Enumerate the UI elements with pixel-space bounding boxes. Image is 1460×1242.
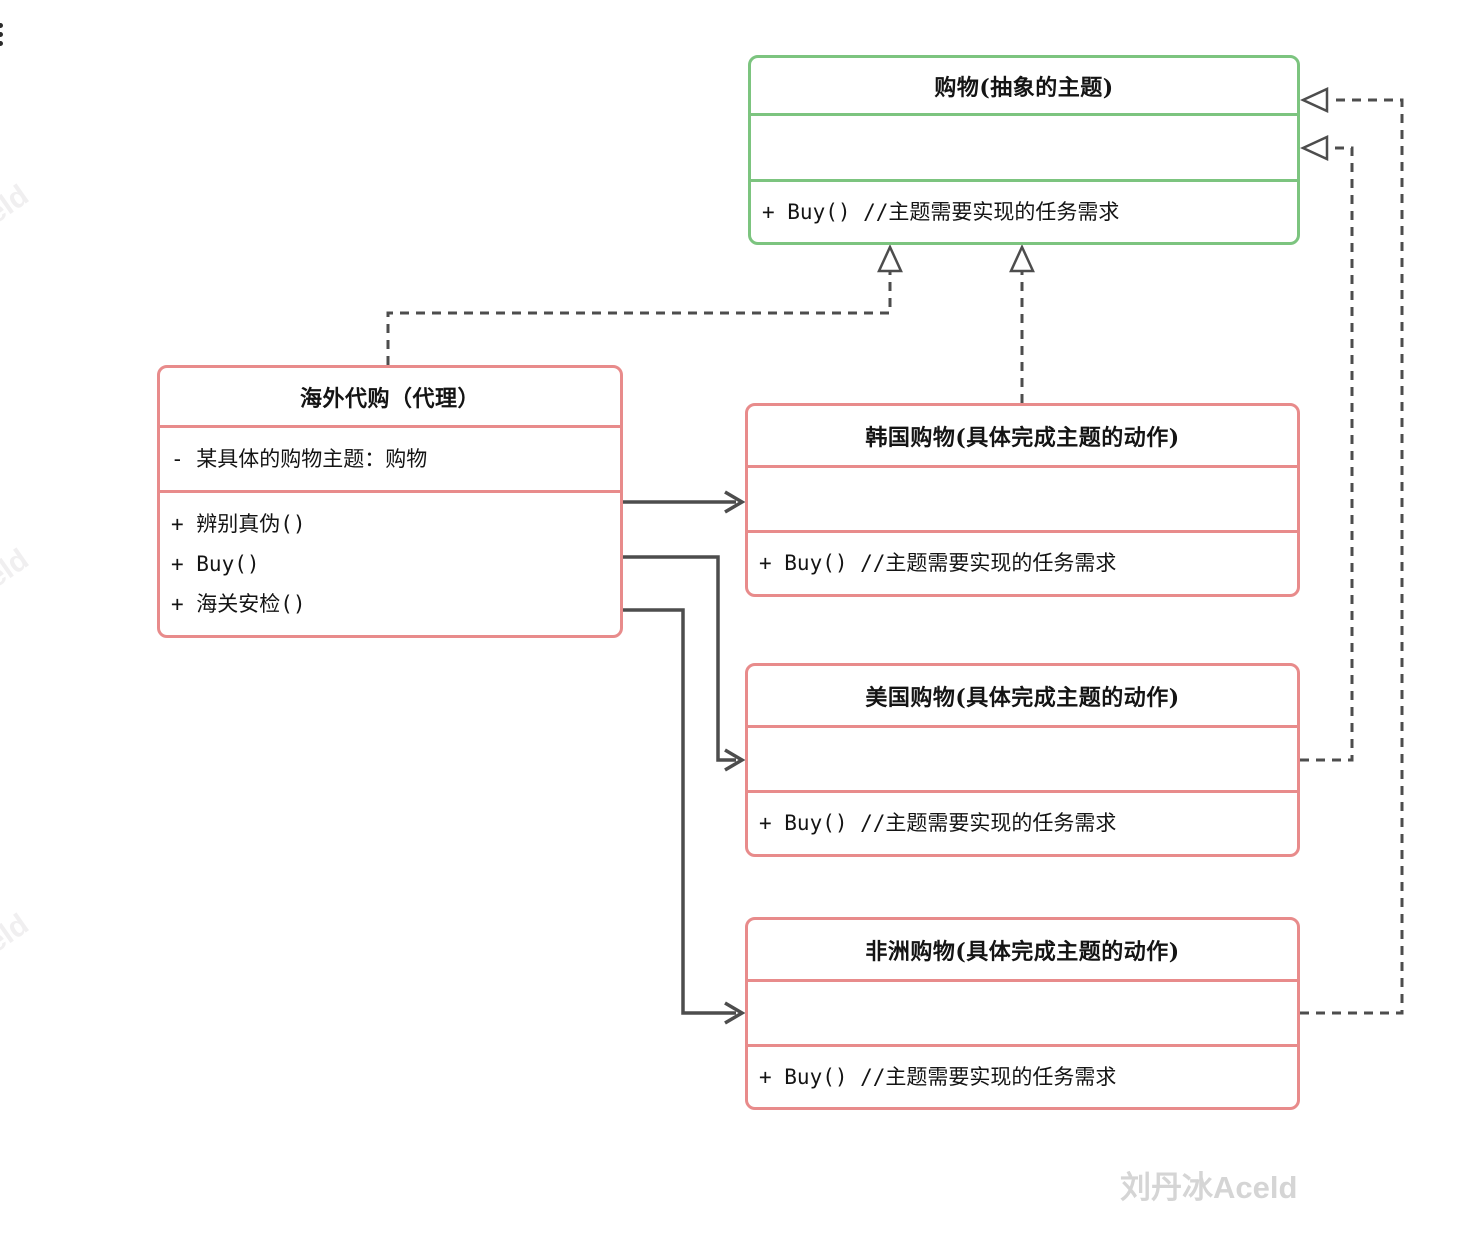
watermark-fragment: eld	[0, 542, 35, 595]
class-attributes: - 某具体的购物主题：购物	[160, 428, 620, 493]
class-methods: + Buy() //主题需要实现的任务需求	[748, 793, 1297, 854]
class-attributes-empty	[748, 982, 1297, 1047]
class-methods: + Buy() //主题需要实现的任务需求	[748, 1047, 1297, 1107]
class-attributes-empty	[751, 116, 1297, 182]
watermark-fragment: eld	[0, 907, 35, 960]
class-attribute: - 某具体的购物主题：购物	[171, 446, 428, 471]
class-title: 非洲购物(具体完成主题的动作)	[748, 920, 1297, 982]
dot	[0, 32, 3, 37]
realization-usa-to-abstract	[1299, 135, 1354, 762]
realization-korea-to-abstract	[1009, 243, 1035, 403]
uml-class-abstract-subject: 购物(抽象的主题) + Buy() //主题需要实现的任务需求	[748, 55, 1300, 245]
class-method: + 海关安检()	[171, 591, 306, 616]
class-methods: + 辨别真伪() + Buy() + 海关安检()	[160, 493, 620, 635]
class-method: + Buy() //主题需要实现的任务需求	[762, 199, 1120, 224]
realization-proxy-to-abstract	[386, 243, 903, 365]
association-proxy-to-korea	[623, 490, 746, 514]
class-method: + 辨别真伪()	[171, 511, 306, 536]
uml-class-africa-shopping: 非洲购物(具体完成主题的动作) + Buy() //主题需要实现的任务需求	[745, 917, 1300, 1110]
association-proxy-to-usa	[623, 555, 746, 772]
class-methods: + Buy() //主题需要实现的任务需求	[751, 182, 1297, 242]
class-method: + Buy() //主题需要实现的任务需求	[759, 811, 1117, 835]
class-method: + Buy() //主题需要实现的任务需求	[759, 1064, 1117, 1089]
class-title: 美国购物(具体完成主题的动作)	[748, 666, 1297, 728]
class-title: 海外代购（代理）	[160, 368, 620, 428]
uml-class-usa-shopping: 美国购物(具体完成主题的动作) + Buy() //主题需要实现的任务需求	[745, 663, 1300, 857]
class-method: + Buy() //主题需要实现的任务需求	[759, 551, 1117, 575]
realization-africa-to-abstract	[1299, 87, 1404, 1015]
author-watermark: 刘丹冰Aceld	[1120, 1170, 1298, 1205]
class-title: 韩国购物(具体完成主题的动作)	[748, 406, 1297, 468]
vertical-dots-icon[interactable]	[0, 23, 5, 50]
watermark-fragment: eld	[0, 178, 35, 231]
class-attributes-empty	[748, 728, 1297, 793]
class-methods: + Buy() //主题需要实现的任务需求	[748, 533, 1297, 594]
uml-class-proxy: 海外代购（代理） - 某具体的购物主题：购物 + 辨别真伪() + Buy() …	[157, 365, 623, 638]
class-method: + Buy()	[171, 551, 260, 576]
dot	[0, 23, 3, 28]
class-title: 购物(抽象的主题)	[751, 58, 1297, 116]
dot	[0, 41, 3, 46]
uml-class-korea-shopping: 韩国购物(具体完成主题的动作) + Buy() //主题需要实现的任务需求	[745, 403, 1300, 597]
class-attributes-empty	[748, 468, 1297, 533]
association-proxy-to-africa	[623, 608, 746, 1025]
